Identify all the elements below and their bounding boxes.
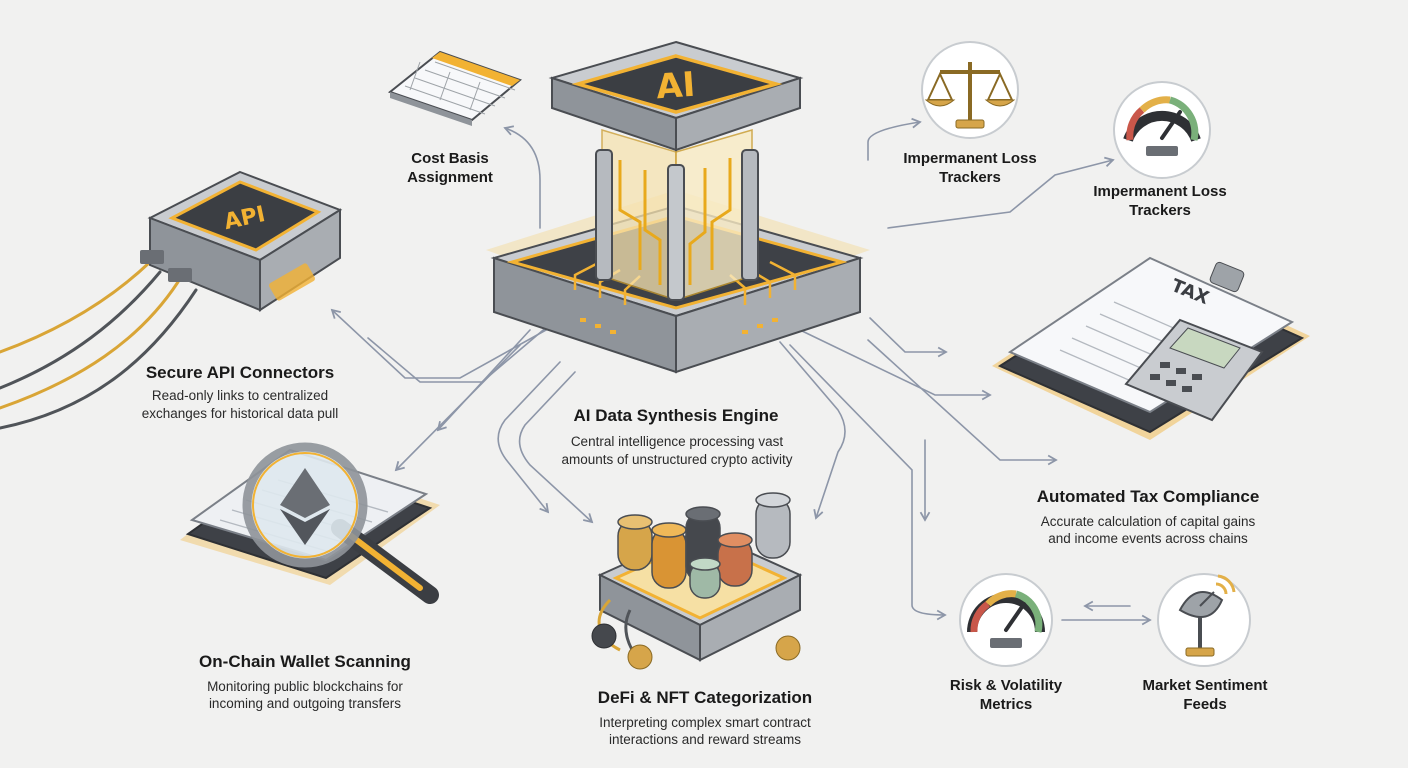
connector-engine-tax-2 [867, 339, 1058, 466]
engine-chip-label: AI [655, 65, 697, 108]
connector-engine-gauge [887, 156, 1115, 229]
risk-line2: Metrics [979, 696, 1033, 713]
cost-basis-line1: Cost Basis [411, 150, 489, 167]
tax-desc-line1: Accurate calculation of capital gains [1040, 514, 1256, 529]
risk-line1: Risk & Volatility [949, 677, 1063, 694]
sentiment-line2: Feeds [1183, 696, 1227, 713]
engine-desc-line1: Central intelligence processing vast [570, 434, 784, 449]
connector-engine-defi-left-2 [518, 371, 594, 524]
connector-engine-defi-right [779, 341, 846, 520]
wallet-title: On-Chain Wallet Scanning [199, 652, 411, 671]
il-tracker-2-line1: Impermanent Loss [1093, 183, 1227, 200]
connector-api-engine [330, 308, 556, 379]
sentiment-line1: Market Sentiment [1142, 677, 1268, 694]
wallet-desc-line1: Monitoring public blockchains for [207, 679, 403, 694]
connector-engine-tax [869, 317, 948, 358]
defi-desc-line2: interactions and reward streams [608, 732, 802, 747]
il-tracker-2-line2: Trackers [1129, 202, 1191, 219]
connector-engine-cost-basis [503, 125, 541, 229]
connector-engine-defi-left [497, 361, 561, 514]
tax-desc-line2: and income events across chains [1048, 531, 1248, 546]
api-title: Secure API Connectors [145, 363, 335, 382]
engine-title: AI Data Synthesis Engine [573, 406, 779, 425]
il-tracker-1-line2: Trackers [939, 169, 1001, 186]
cost-basis-line2: Assignment [407, 169, 493, 186]
tax-title: Automated Tax Compliance [1036, 487, 1260, 506]
defi-desc-line1: Interpreting complex smart contract [599, 715, 811, 730]
connector-engine-scale [867, 117, 922, 161]
engine-desc-line2: amounts of unstructured crypto activity [561, 452, 793, 467]
connector-engine-api-return [367, 318, 557, 383]
il-tracker-1-line1: Impermanent Loss [903, 150, 1037, 167]
api-desc-line2: exchanges for historical data pull [141, 406, 339, 421]
api-desc-line1: Read-only links to centralized [151, 388, 329, 403]
connector-engine-wallet-2 [394, 344, 521, 472]
wallet-desc-line2: incoming and outgoing transfers [208, 696, 402, 711]
connector-engine-risk [789, 344, 947, 621]
defi-title: DeFi & NFT Categorization [597, 688, 813, 707]
connector-engine-tax-3 [799, 329, 992, 401]
